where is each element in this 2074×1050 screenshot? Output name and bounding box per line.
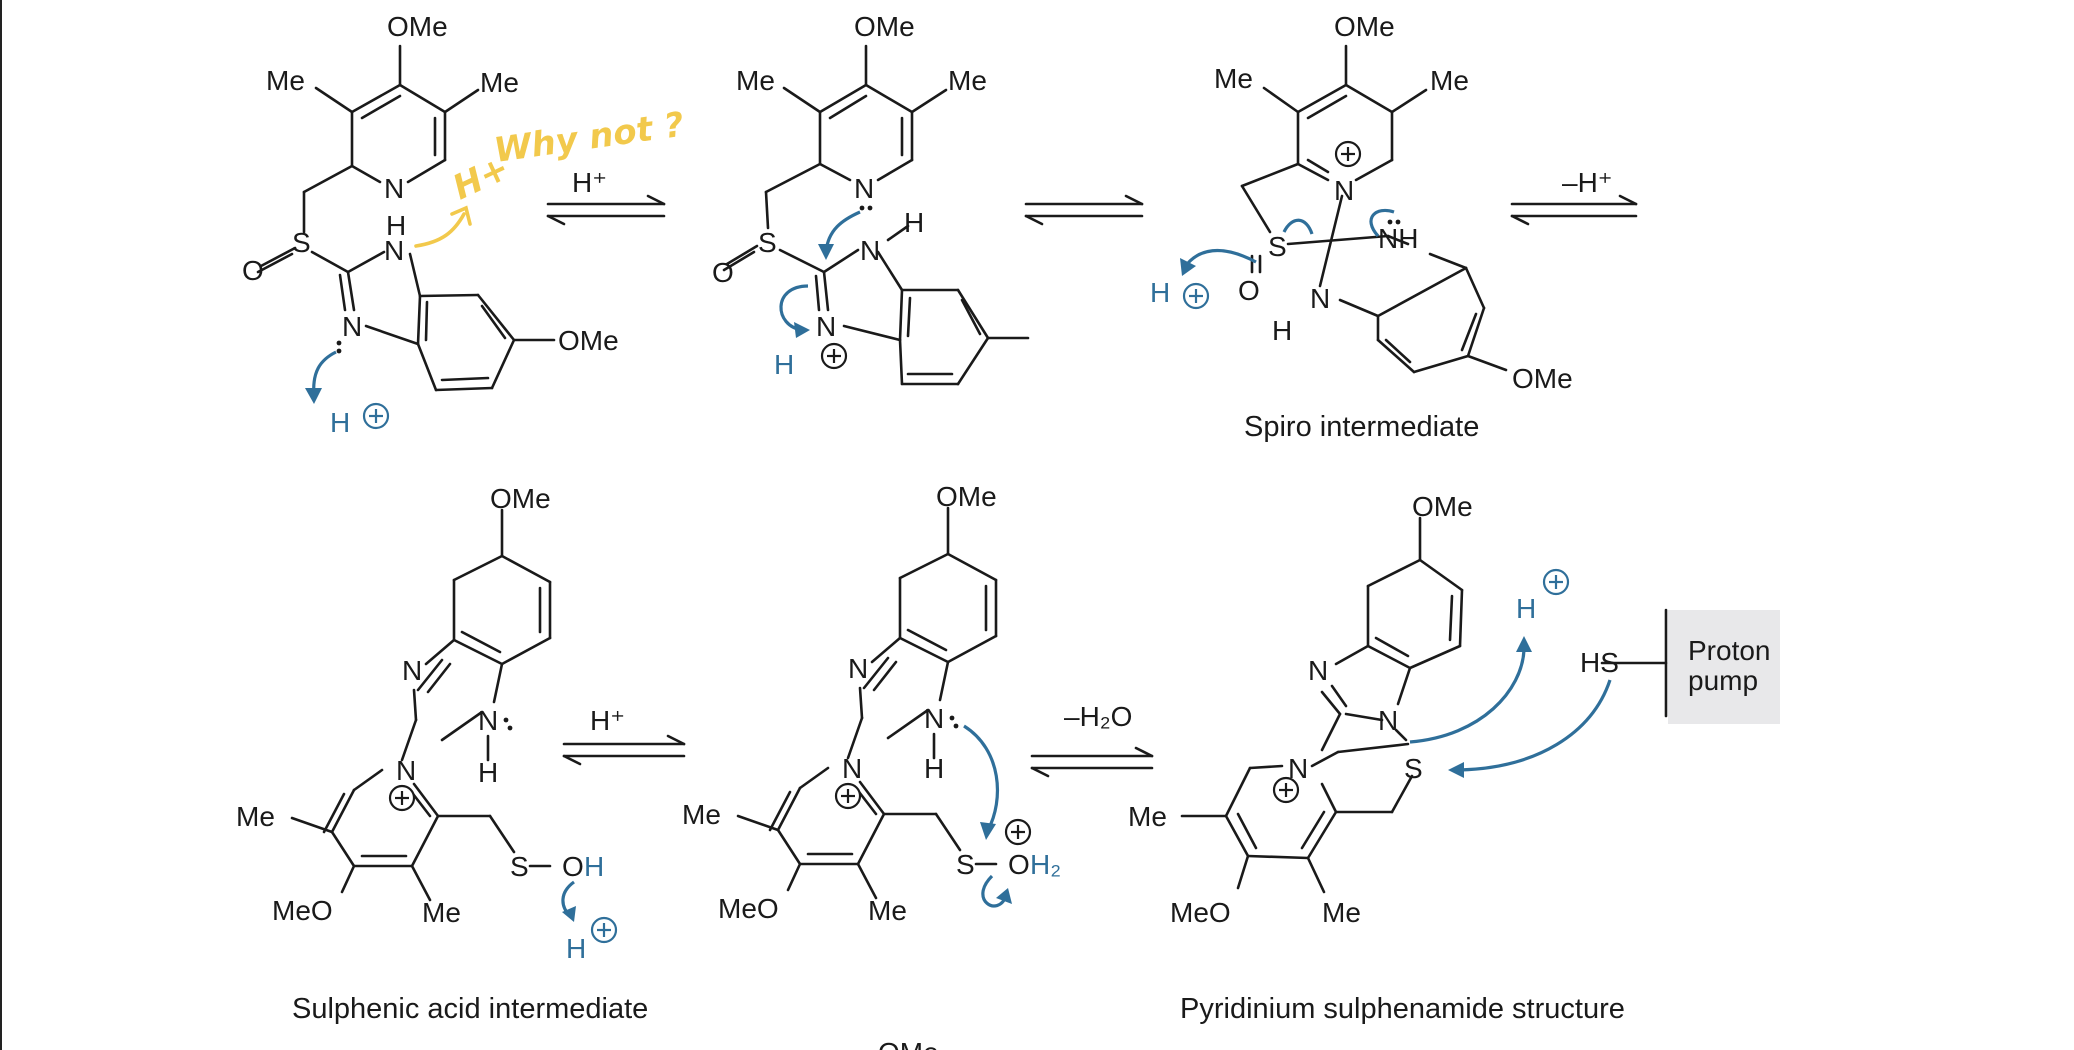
molecule-protonated-sulphenic: OMe N N H N Me MeO Me S O H₂	[682, 481, 1061, 926]
h-plus-reagent: H⁺	[590, 705, 625, 736]
proton-pump-label-1: Proton	[1688, 635, 1771, 666]
me-label: Me	[1214, 63, 1253, 94]
ome-label: OMe	[1512, 363, 1573, 394]
benzimidazole-n: N	[402, 655, 422, 686]
me-label: Me	[480, 67, 519, 98]
amine-h: H	[1272, 315, 1292, 346]
equilibrium-arrow-2	[1024, 194, 1144, 226]
oxygen-label: O	[712, 257, 734, 288]
annotation-why-not: Why not ?	[492, 105, 687, 171]
ome-label: OMe	[1334, 11, 1395, 42]
me-label: Me	[682, 799, 721, 830]
proton-label: H	[330, 407, 350, 438]
minus-h-plus-reagent: –H⁺	[1562, 167, 1613, 198]
pyridinium-n: N	[1334, 175, 1354, 206]
proton-pump-label-2: pump	[1688, 665, 1758, 696]
sulphenamide-s: S	[1404, 753, 1423, 784]
h-plus-reagent: H⁺	[572, 167, 607, 198]
ome-label: OMe	[1412, 491, 1473, 522]
thiol-label: HS	[1580, 647, 1619, 678]
imine-n: N	[342, 311, 362, 342]
pyridinium-n: N	[396, 755, 416, 786]
leaving-proton: H	[1150, 277, 1170, 308]
pyridinium-n: N	[1288, 753, 1308, 784]
released-proton: H	[566, 933, 586, 964]
amine-n: N	[1310, 283, 1330, 314]
meo-label: MeO	[1170, 897, 1231, 928]
benzimidazole-n: N	[848, 653, 868, 684]
oxygen-label: O	[242, 255, 264, 286]
ome-label: OMe	[387, 11, 448, 42]
sulfur-label: S	[510, 851, 529, 882]
sulphenamide-n: N	[1378, 705, 1398, 736]
me-label: Me	[1322, 897, 1361, 928]
hydroxyl-o: O	[562, 851, 584, 882]
pyridine-n: N	[854, 173, 874, 204]
molecule-sulphenic-acid: OMe N N H N Me MeO Me S O H H	[236, 483, 618, 964]
molecule-sulphenamide: OMe N N S N Me MeO Me HS H	[1128, 491, 1668, 928]
nh-h-label: H	[904, 207, 924, 238]
oxonium-o: O	[1008, 849, 1030, 880]
me-label: Me	[422, 897, 461, 928]
pyridine-n: N	[384, 173, 404, 204]
oxygen-label: O	[1238, 275, 1260, 306]
me-label: Me	[1128, 801, 1167, 832]
caption-sulphenic: Sulphenic acid intermediate	[292, 993, 648, 1025]
hydroxyl-h: H	[584, 851, 604, 882]
me-label: Me	[948, 65, 987, 96]
handwritten-annotation: H+ Why not ?	[414, 105, 687, 248]
sulfur-label: S	[758, 227, 777, 258]
benzimidazole-nh-n: N	[478, 705, 498, 736]
ome-label: OMe	[490, 483, 551, 514]
equilibrium-arrow-5: –H₂O	[1030, 701, 1154, 778]
me-label: Me	[266, 65, 305, 96]
me-label: Me	[1430, 65, 1469, 96]
me-label: Me	[868, 895, 907, 926]
oxonium-h2: H₂	[1030, 849, 1061, 880]
pyridinium-n: N	[842, 753, 862, 784]
amidine-n: N	[1308, 655, 1328, 686]
benzimidazole-nh-h: H	[924, 753, 944, 784]
benzimidazole-nh-n: N	[924, 703, 944, 734]
meo-label: MeO	[272, 895, 333, 926]
molecule-spiro-intermediate: OMe Me Me N S O NH N H OMe H	[1150, 11, 1573, 394]
ome-label: OMe	[558, 325, 619, 356]
nh-h-label: H	[386, 210, 406, 241]
ome-label: OMe	[854, 11, 915, 42]
sulfur-label: S	[1268, 231, 1287, 262]
equilibrium-arrow-4: H⁺	[562, 705, 686, 766]
ome-label: OMe	[936, 481, 997, 512]
benzimidazole-nh-h: H	[478, 757, 498, 788]
released-proton: H	[1516, 593, 1536, 624]
sulfur-label: S	[956, 849, 975, 880]
equilibrium-arrow-3: –H⁺	[1510, 167, 1638, 226]
minus-h2o-reagent: –H₂O	[1064, 701, 1132, 732]
clipped-ome-label: OMe	[878, 1037, 939, 1050]
equilibrium-arrow-1: H⁺	[546, 167, 666, 226]
nh-n-label: N	[860, 235, 880, 266]
imine-n: N	[816, 311, 836, 342]
nh-label: NH	[1378, 223, 1418, 254]
caption-spiro: Spiro intermediate	[1244, 411, 1479, 443]
me-label: Me	[736, 65, 775, 96]
caption-sulphenamide: Pyridinium sulphenamide structure	[1180, 993, 1625, 1025]
added-proton: H	[774, 349, 794, 380]
molecule-omeprazole: OMe Me Me N S O H N N OMe H	[242, 11, 619, 438]
me-label: Me	[236, 801, 275, 832]
sulfur-label: S	[292, 227, 311, 258]
molecule-protonated: OMe Me Me N S O N H N H	[712, 11, 1030, 386]
nh-n-label: N	[384, 235, 404, 266]
proton-pump-box: Proton pump	[1668, 610, 1780, 724]
meo-label: MeO	[718, 893, 779, 924]
